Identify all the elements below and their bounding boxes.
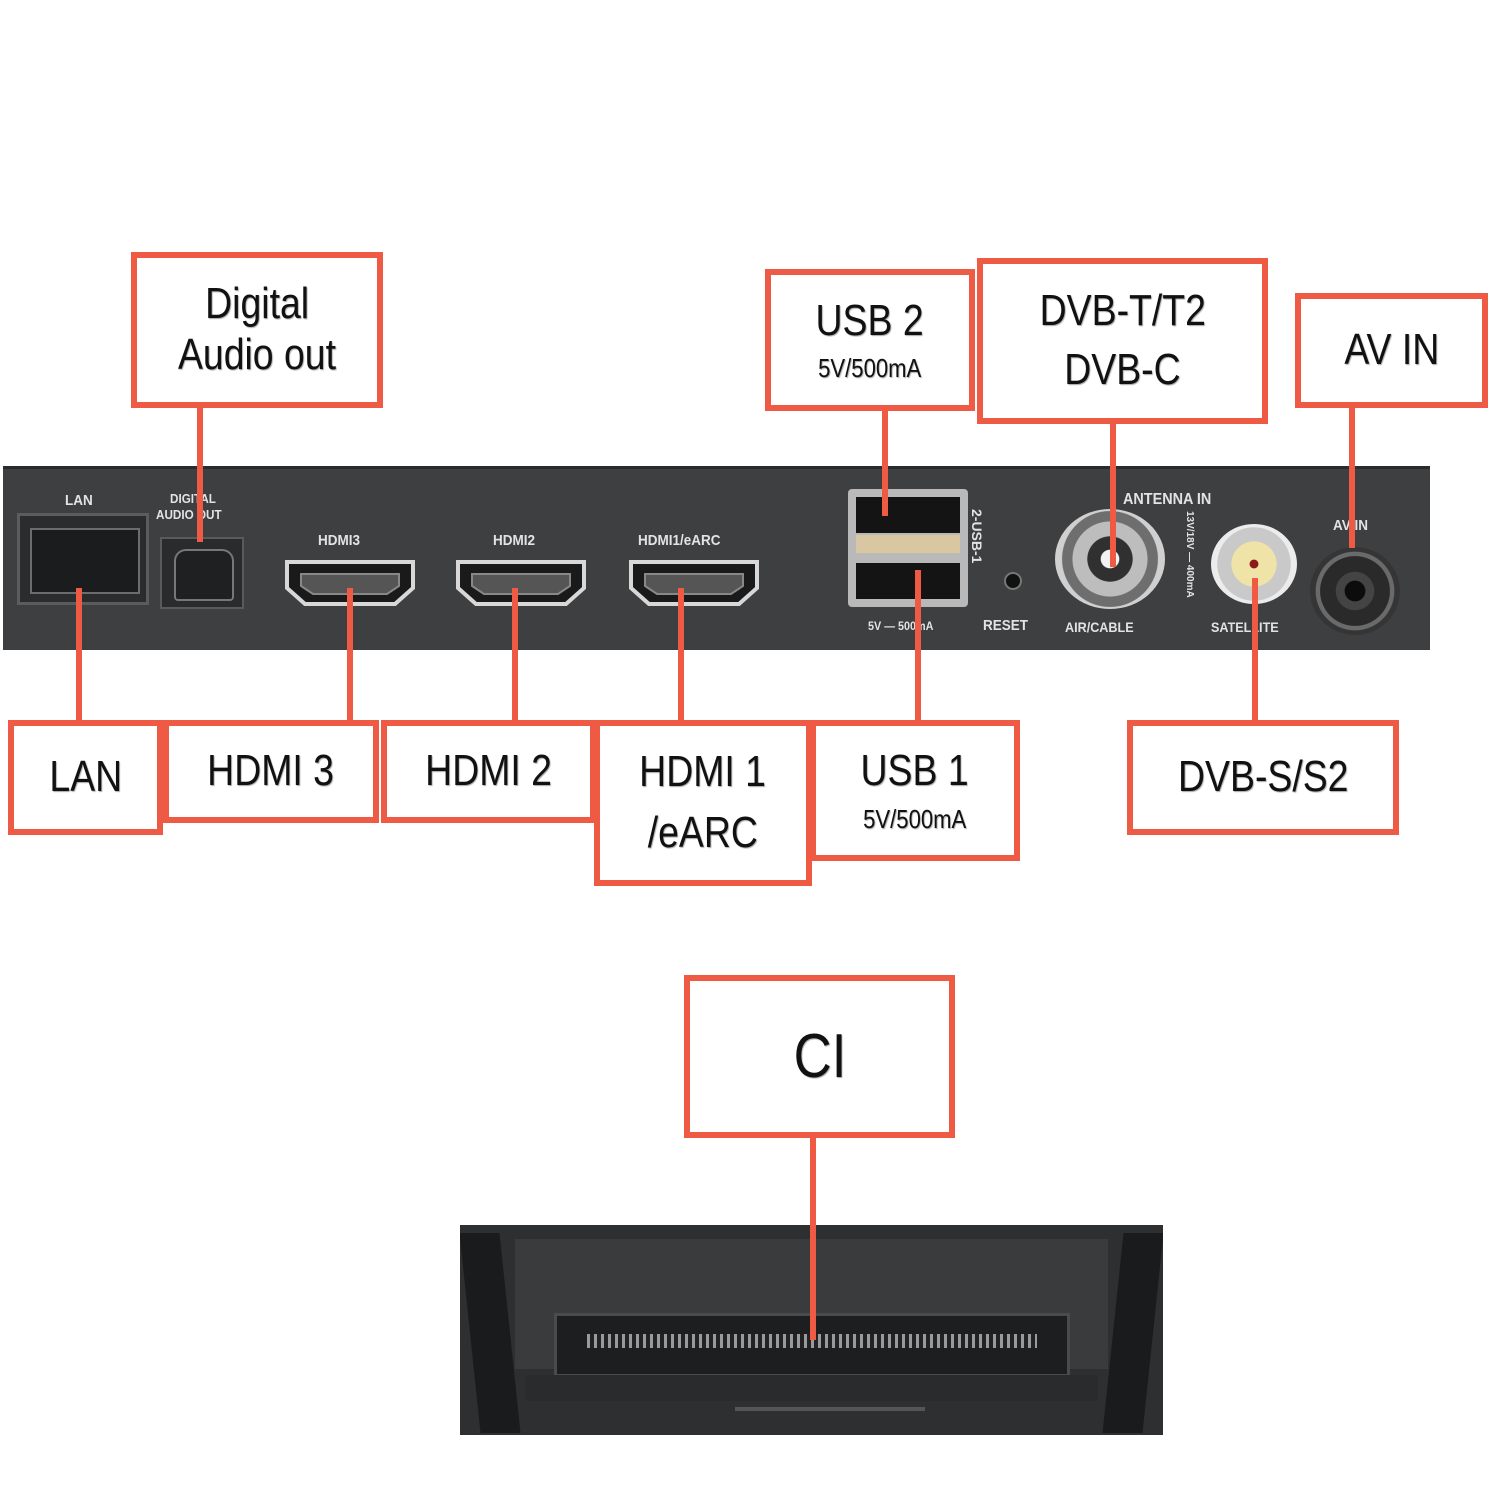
callout-dvb-s: DVB-S/S2	[1127, 720, 1399, 835]
panel-label-air-cable: AIR/CABLE	[1065, 619, 1134, 635]
callout-ci: CI	[684, 975, 955, 1138]
usb-ports-icon	[848, 489, 968, 607]
leader-digital-audio-out	[197, 405, 203, 542]
hdmi2-port-icon	[456, 560, 586, 606]
callout-ci-title: CI	[793, 1021, 846, 1091]
panel-label-usb-power: 5V — 500mA	[868, 619, 934, 633]
panel-label-digital: DIGITAL	[170, 491, 216, 506]
callout-dvb-s-title: DVB-S/S2	[1177, 752, 1349, 802]
panel-label-antenna: ANTENNA IN	[1123, 491, 1212, 508]
callout-lan: LAN	[8, 720, 163, 835]
callout-av-in: AV IN	[1295, 293, 1488, 408]
panel-label-audio-out: AUDIO OUT	[156, 507, 222, 522]
callout-av-in-title: AV IN	[1344, 325, 1439, 375]
callout-dvb-t: DVB-T/T2 DVB-C	[977, 258, 1268, 424]
callout-hdmi3-title: HDMI 3	[207, 746, 335, 796]
callout-usb2-title: USB 2	[815, 295, 925, 345]
panel-label-hdmi3: HDMI3	[318, 532, 361, 549]
callout-digital-audio-out-line1: Digital	[205, 279, 309, 329]
lan-port-icon	[17, 513, 149, 605]
av-in-jack-icon	[1310, 547, 1400, 635]
panel-label-reset: RESET	[983, 617, 1029, 634]
leader-hdmi1	[678, 588, 684, 723]
leader-lan	[76, 588, 82, 723]
callout-usb1-spec: 5V/500mA	[863, 803, 967, 834]
leader-hdmi2	[512, 588, 518, 723]
panel-label-usb: 2-USB-1	[969, 509, 985, 564]
leader-hdmi3	[347, 588, 353, 723]
leader-av-in	[1349, 405, 1355, 548]
callout-hdmi1-line1: HDMI 1	[639, 747, 767, 797]
callout-usb1-title: USB 1	[860, 746, 970, 796]
callout-lan-title: LAN	[49, 752, 122, 802]
hdmi3-port-icon	[285, 560, 415, 606]
panel-label-sat-power: 13V/18V — 400mA	[1184, 511, 1195, 598]
callout-dvb-t-line1: DVB-T/T2	[1039, 286, 1206, 336]
callout-dvb-t-line2: DVB-C	[1064, 345, 1181, 394]
optical-port-icon	[160, 537, 244, 609]
leader-dvb-t	[1110, 421, 1116, 567]
callout-usb2-spec: 5V/500mA	[818, 353, 922, 384]
panel-label-lan: LAN	[65, 492, 93, 509]
panel-label-hdmi2: HDMI2	[493, 532, 536, 549]
callout-digital-audio-out: Digital Audio out	[131, 252, 383, 408]
callout-hdmi2: HDMI 2	[381, 720, 596, 823]
reset-button[interactable]	[1004, 572, 1022, 590]
panel-label-hdmi1: HDMI1/eARC	[638, 532, 721, 549]
leader-usb2	[882, 408, 888, 516]
callout-hdmi2-title: HDMI 2	[425, 746, 552, 796]
tv-connector-panel: LAN DIGITAL AUDIO OUT HDMI3 HDMI2 HDMI1/…	[3, 466, 1430, 650]
hdmi1-port-icon	[629, 560, 759, 606]
callout-hdmi1: HDMI 1 /eARC	[594, 720, 812, 886]
callout-hdmi3: HDMI 3	[163, 720, 379, 823]
panel-label-satellite: SATELLITE	[1211, 619, 1279, 635]
leader-dvb-s	[1252, 578, 1258, 723]
callout-usb1: USB 1 5V/500mA	[810, 720, 1020, 861]
callout-usb2: USB 2 5V/500mA	[765, 269, 975, 411]
leader-usb1	[915, 570, 921, 723]
callout-hdmi1-line2: /eARC	[647, 808, 759, 857]
leader-ci	[810, 1135, 816, 1340]
callout-digital-audio-out-line2: Audio out	[177, 330, 337, 379]
